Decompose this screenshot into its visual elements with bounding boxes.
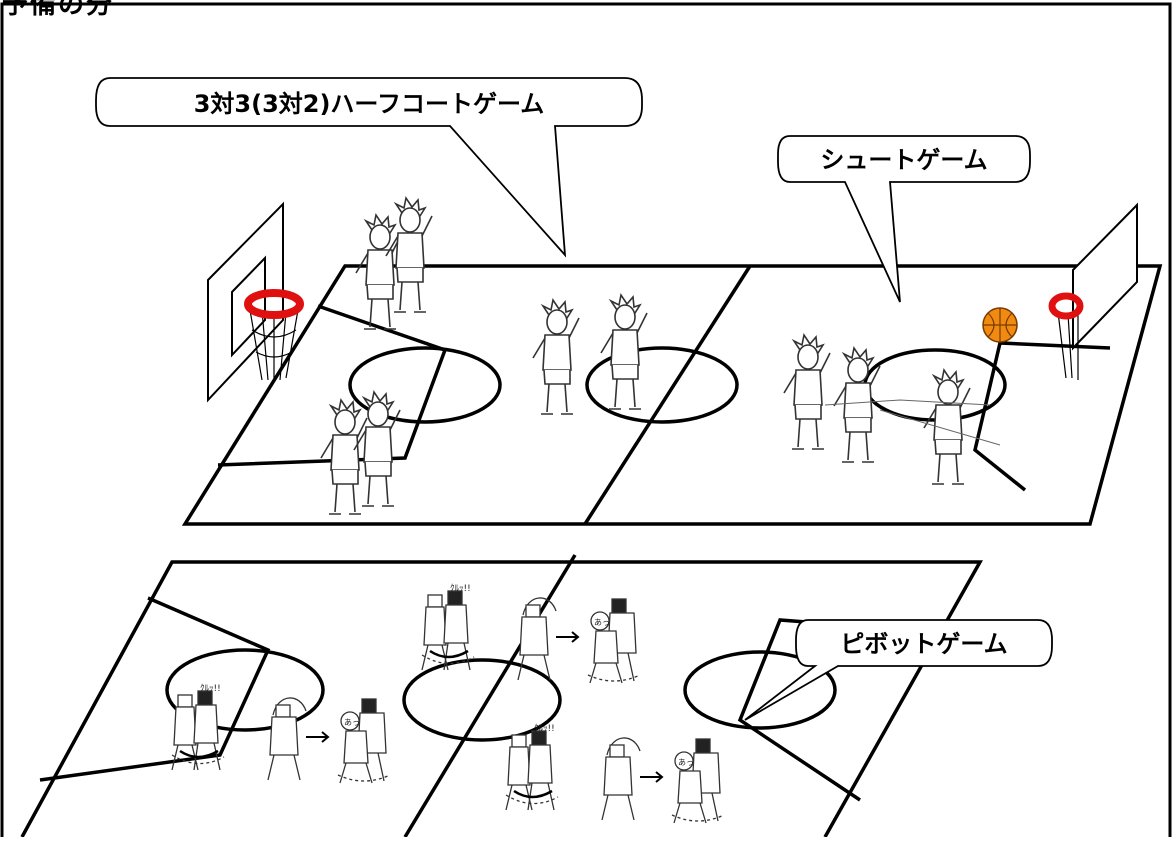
half-court-game-label: 3対3(3対2)ハーフコートゲーム xyxy=(194,90,545,118)
lower-center-circle xyxy=(402,658,562,742)
left-hoop xyxy=(207,201,304,403)
lower-court xyxy=(20,554,983,838)
pivot-game-scene-left xyxy=(170,681,392,785)
lower-court-boundary xyxy=(20,560,983,838)
right-hoop xyxy=(1048,202,1138,380)
pivot-game-label: ピボットゲーム xyxy=(840,630,1007,658)
lower-right-circle xyxy=(683,650,837,730)
lower-center-line xyxy=(403,554,577,838)
lower-left-key xyxy=(39,596,271,782)
shoot-game-players xyxy=(783,334,1001,485)
right-rim xyxy=(1048,292,1084,320)
pivot-game-scene-lower-middle xyxy=(504,721,726,825)
upper-center-line xyxy=(583,265,752,525)
left-rim xyxy=(244,289,304,319)
callout-shoot-game: シュートゲーム xyxy=(777,135,1031,303)
right-backboard xyxy=(1072,202,1138,351)
shoot-game-label: シュートゲーム xyxy=(820,146,987,174)
lower-left-circle xyxy=(165,648,325,732)
callout-half-court: 3対3(3対2)ハーフコートゲーム xyxy=(95,77,643,258)
basketball-icon xyxy=(982,307,1018,343)
half-court-players-top xyxy=(355,197,433,330)
half-court-players-bottom xyxy=(320,391,401,515)
upper-court-boundary xyxy=(181,264,1163,526)
upper-right-key xyxy=(973,341,1111,492)
upper-left-key xyxy=(217,304,448,467)
callout-pivot-game: ピボットゲーム xyxy=(744,619,1053,721)
page-header: 予備の分 xyxy=(2,0,115,20)
upper-left-circle xyxy=(348,346,502,424)
upper-court xyxy=(181,264,1163,526)
upper-center-circle xyxy=(585,346,739,424)
